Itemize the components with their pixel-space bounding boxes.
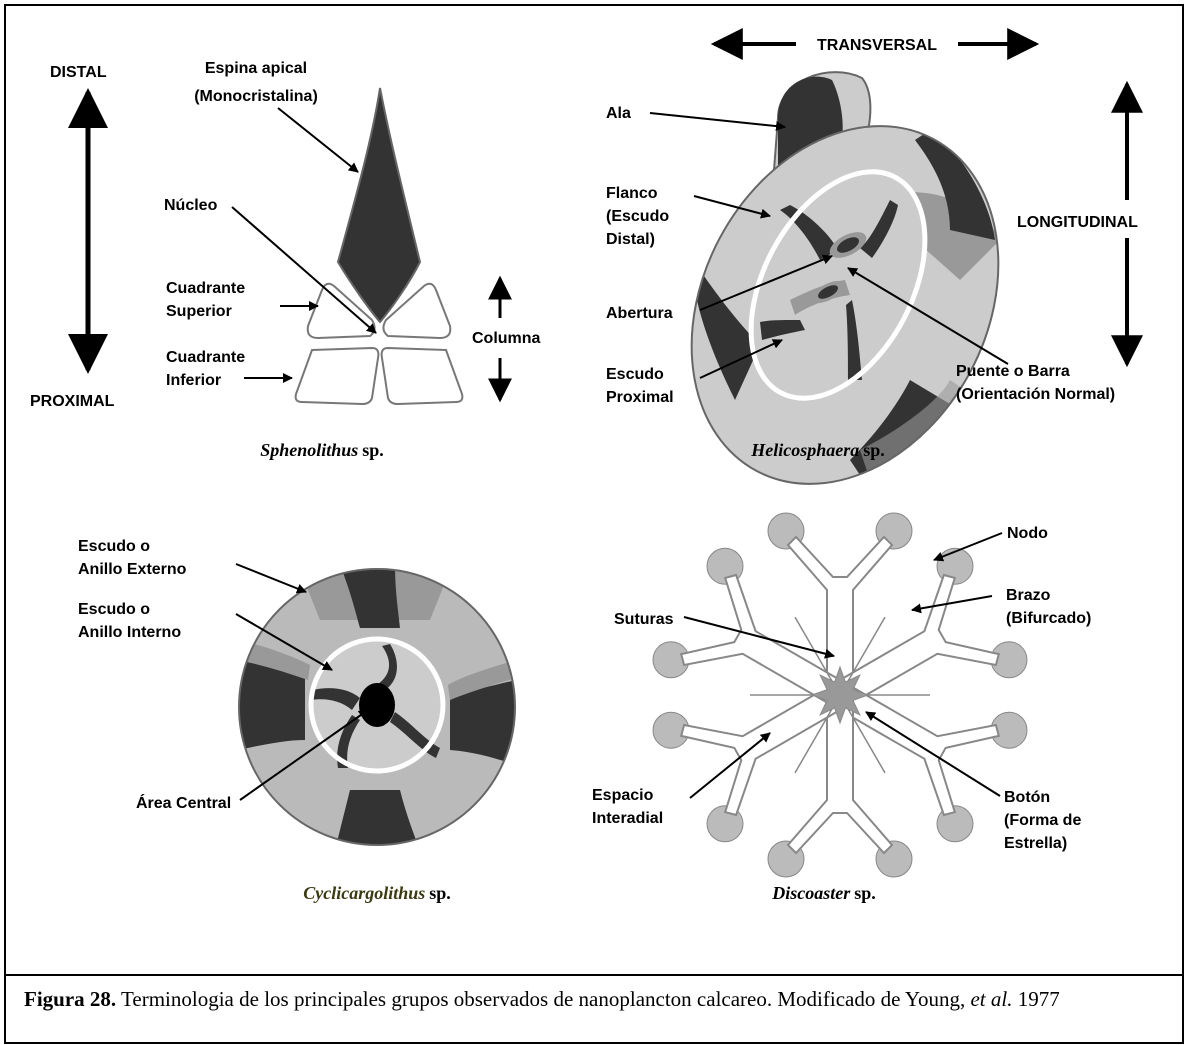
brazo-label-1: Brazo — [1006, 587, 1051, 604]
caption-figure-number: Figura 28. — [24, 987, 116, 1011]
discoaster-star-knob — [812, 667, 868, 723]
distal-label: DISTAL — [50, 64, 107, 81]
ala-label: Ala — [606, 105, 631, 122]
suturas-label: Suturas — [614, 611, 674, 628]
cyclicargolithus-panel: Escudo o Anillo Externo Escudo o Anillo … — [78, 538, 516, 903]
arm-4 — [681, 684, 846, 815]
apical-spine-label: Espina apical — [205, 60, 307, 77]
apical-spine-label-2: (Monocristalina) — [194, 88, 318, 105]
discoaster-panel: Nodo Brazo (Bifurcado) Suturas Espacio I… — [592, 513, 1091, 903]
caption-et-al: et al. — [970, 987, 1012, 1011]
upper-quadrant-label-2: Superior — [166, 303, 232, 320]
int-shield-label-1: Escudo o — [78, 601, 150, 618]
brazo-label-2: (Bifurcado) — [1006, 610, 1091, 627]
flanco-label-3: Distal) — [606, 231, 655, 248]
lower-quadrant-left — [296, 348, 379, 404]
ext-shield-pointer — [236, 564, 306, 592]
caption-year: 1977 — [1012, 987, 1059, 1011]
escudo-proximal-label-1: Escudo — [606, 366, 664, 383]
apical-spine-pointer — [278, 108, 358, 172]
transversal-label: TRANSVERSAL — [817, 37, 937, 54]
proximal-label: PROXIMAL — [30, 393, 115, 410]
arm-2 — [834, 684, 999, 815]
ext-shield-label-1: Escudo o — [78, 538, 150, 555]
nucleo-label: Núcleo — [164, 197, 218, 214]
flanco-label-1: Flanco — [606, 185, 658, 202]
columna-label: Columna — [472, 330, 541, 347]
brazo-pointer — [912, 596, 992, 610]
longitudinal-label: LONGITUDINAL — [1017, 214, 1138, 231]
upper-quadrant-label: Cuadrante — [166, 280, 245, 297]
espacio-label-2: Interadial — [592, 810, 663, 827]
sphenolithus-panel: DISTAL PROXIMAL Espina apical (Monocrist… — [30, 60, 541, 460]
cyc-central-area — [359, 683, 395, 727]
ala-pointer — [650, 113, 785, 127]
int-shield-label-2: Anillo Interno — [78, 624, 181, 641]
figure-caption: Figura 28. Terminologia de los principal… — [24, 986, 1164, 1012]
boton-label-1: Botón — [1004, 789, 1050, 806]
puente-label-2: (Orientación Normal) — [956, 386, 1115, 403]
lower-quadrant-label-2: Inferior — [166, 372, 221, 389]
abertura-label: Abertura — [606, 305, 673, 322]
espacio-label-1: Espacio — [592, 787, 654, 804]
lower-quadrant-label: Cuadrante — [166, 349, 245, 366]
flanco-label-2: (Escudo — [606, 208, 669, 225]
figure-frame — [5, 5, 1183, 975]
helicosphaera-panel: TRANSVERSAL LONGITUDINAL — [606, 37, 1138, 538]
boton-label-3: Estrella) — [1004, 835, 1067, 852]
nodo-label: Nodo — [1007, 525, 1048, 542]
area-central-label: Área Central — [136, 793, 231, 812]
caption-text: Terminologia de los principales grupos o… — [116, 987, 970, 1011]
escudo-proximal-label-2: Proximal — [606, 389, 674, 406]
ext-shield-label-2: Anillo Externo — [78, 561, 187, 578]
apical-spine — [338, 88, 420, 322]
arm-5 — [681, 575, 846, 706]
lower-quadrant-right — [382, 348, 463, 404]
arm-1 — [834, 575, 999, 706]
boton-label-2: (Forma de — [1004, 812, 1081, 829]
puente-label-1: Puente o Barra — [956, 363, 1070, 380]
